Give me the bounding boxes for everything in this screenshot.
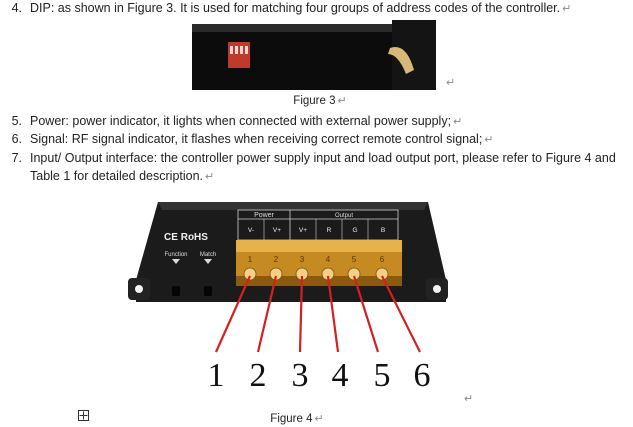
terminal-number: 2 xyxy=(274,255,279,264)
paragraph-mark-icon: ↵ xyxy=(484,134,494,146)
callout-number: 2 xyxy=(250,357,267,394)
pin-label: B xyxy=(381,227,385,234)
callout-number: 4 xyxy=(332,357,349,394)
antenna-icon xyxy=(388,46,414,74)
pin-label: V- xyxy=(248,227,254,234)
callout-number: 6 xyxy=(414,357,431,394)
paragraph-mark-icon: ↵ xyxy=(453,116,463,128)
output-label: Output xyxy=(335,213,353,219)
pin-label: V+ xyxy=(299,227,307,234)
terminal-number: 5 xyxy=(352,255,357,264)
paragraph-mark-icon: ↵ xyxy=(314,413,324,425)
item-text: Power: power indicator, it lights when c… xyxy=(30,114,452,128)
item-text: DIP: as shown in Figure 3. It is used fo… xyxy=(30,1,561,15)
item-number: 5. xyxy=(11,114,22,128)
figure-4-image: Power Output V- V+ V+ R G B CE RoHS Func… xyxy=(128,202,448,394)
function-label: Function xyxy=(164,252,187,258)
ce-rohs-mark: CE RoHS xyxy=(164,232,208,243)
triangle-down-icon xyxy=(204,259,212,264)
item-text: Table 1 for detailed description. xyxy=(30,169,204,183)
terminal-number: 3 xyxy=(300,255,305,264)
figure-3-image xyxy=(192,20,436,90)
function-button xyxy=(172,286,180,296)
callout-number: 3 xyxy=(292,357,309,394)
pin-label: V+ xyxy=(273,227,281,234)
item-number: 7. xyxy=(11,151,22,165)
callout-lines xyxy=(214,275,421,353)
paragraph-mark-icon: ↵ xyxy=(337,95,347,107)
terminal-number: 6 xyxy=(380,255,385,264)
callout-number: 1 xyxy=(208,357,225,394)
item-text: Signal: RF signal indicator, it flashes … xyxy=(30,132,483,146)
figure-4-caption: Figure 4↵ xyxy=(270,413,324,425)
pin-label: R xyxy=(327,227,332,234)
power-label: Power xyxy=(254,212,275,219)
pin-label: G xyxy=(352,227,357,234)
match-button xyxy=(204,286,212,296)
figure-3-caption: Figure 3↵ xyxy=(293,95,347,107)
terminal-number: 1 xyxy=(248,255,253,264)
paragraph-mark-icon: ↵ xyxy=(205,171,215,183)
paragraph-mark-icon: ↵ xyxy=(446,77,456,89)
triangle-down-icon xyxy=(172,259,180,264)
table-move-handle-icon[interactable] xyxy=(78,410,89,421)
paragraph-mark-icon: ↵ xyxy=(464,393,474,405)
dip-switch xyxy=(228,42,250,68)
paragraph-mark-icon: ↵ xyxy=(562,3,572,15)
item-number: 4. xyxy=(11,1,22,15)
item-text: Input/ Output interface: the controller … xyxy=(30,151,616,165)
callout-number: 5 xyxy=(374,357,391,394)
terminal-number: 4 xyxy=(326,255,331,264)
item-number: 6. xyxy=(11,132,22,146)
match-label: Match xyxy=(200,252,216,258)
